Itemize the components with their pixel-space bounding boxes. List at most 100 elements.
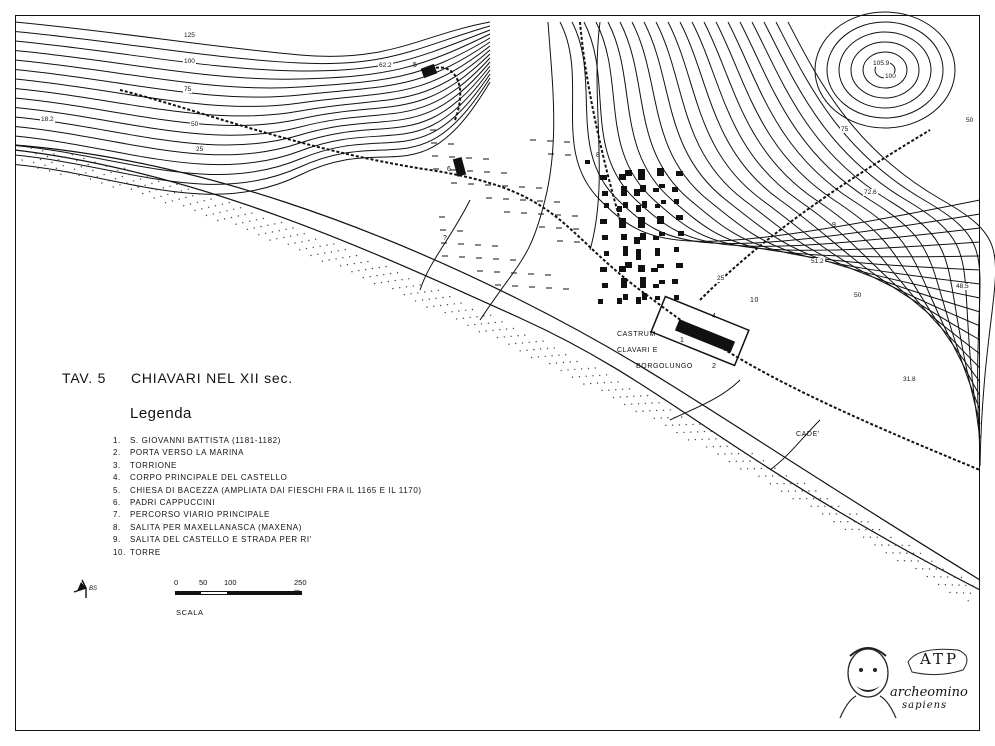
sand-dot	[110, 171, 112, 174]
sand-dot	[881, 544, 883, 546]
sand-dot	[933, 576, 935, 578]
sand-dot	[549, 362, 551, 365]
sand-dot	[346, 264, 349, 266]
sand-dot	[46, 155, 48, 158]
sand-dot	[824, 505, 826, 507]
sand-dot	[706, 446, 708, 448]
sand-dot	[171, 200, 173, 202]
sand-dot	[935, 568, 937, 570]
legend-item: 7.PERCORSO VIARIO PRINCIPALE	[113, 509, 422, 521]
sand-dot	[401, 279, 403, 281]
marsh-marks	[430, 129, 580, 290]
sand-dot	[326, 244, 328, 246]
sand-dot	[544, 355, 546, 357]
sand-dot	[792, 498, 794, 500]
sand-dot	[521, 342, 524, 344]
sand-dot	[158, 180, 160, 183]
sand-dot	[362, 276, 364, 279]
legend-item: 5.CHIESA DI BACEZZA (AMPLIATA DAI FIESCH…	[113, 485, 422, 497]
sand-dot	[583, 383, 585, 385]
sand-dot	[303, 233, 305, 235]
contour-line-left	[14, 57, 491, 136]
sand-dot	[740, 468, 742, 470]
sand-dot	[487, 322, 490, 324]
sand-dot	[503, 336, 505, 338]
contour-line-right	[691, 21, 981, 355]
sand-dot	[537, 356, 540, 358]
sand-dot	[555, 362, 558, 364]
contour-label-125: 125	[183, 32, 196, 39]
town-building	[623, 294, 628, 300]
sand-dot	[701, 438, 703, 441]
town-building	[676, 215, 683, 220]
town-building	[638, 169, 645, 176]
sand-dot	[142, 192, 144, 195]
sand-dot	[471, 308, 474, 311]
sand-dot	[851, 528, 853, 531]
sand-dot	[762, 460, 765, 462]
sand-dot	[169, 185, 171, 187]
town-building	[602, 191, 608, 196]
sand-dot	[767, 467, 769, 470]
contour-line-left	[14, 33, 491, 80]
scale-bar-graphic	[175, 591, 302, 595]
legend-item-text: TORRE	[130, 547, 161, 557]
sand-dot	[526, 349, 528, 351]
sand-dot	[715, 438, 717, 440]
sand-dot	[121, 175, 124, 178]
town-building	[674, 295, 679, 300]
sand-dot	[426, 306, 428, 308]
sand-dot	[371, 267, 374, 270]
town-building	[625, 170, 632, 176]
sand-dot	[160, 195, 162, 197]
sand-dot	[135, 171, 137, 174]
sand-dot	[333, 243, 335, 245]
sand-dot	[85, 172, 87, 174]
contour-line-right	[739, 21, 981, 411]
sand-dot	[671, 424, 674, 426]
contour-line-left	[14, 49, 491, 117]
town-building	[655, 248, 660, 252]
town-building	[602, 283, 608, 288]
sand-dot	[96, 176, 99, 178]
town-building	[636, 297, 641, 304]
sand-dot	[922, 568, 924, 570]
sand-dot	[153, 197, 155, 199]
sand-dot	[937, 583, 940, 586]
sand-dot	[62, 165, 64, 167]
sand-dot	[835, 513, 837, 515]
sand-dot	[942, 568, 944, 570]
sand-dot	[317, 253, 319, 255]
sand-dot	[558, 354, 560, 356]
town-building	[655, 296, 660, 300]
sand-dot	[744, 452, 746, 455]
sand-dot	[953, 576, 956, 578]
sand-dot	[640, 395, 642, 397]
sand-dot	[276, 238, 278, 240]
town-building	[621, 234, 627, 240]
sand-dot	[48, 170, 51, 172]
town-building	[600, 175, 607, 180]
sand-dot	[198, 193, 201, 195]
sand-dot	[753, 468, 756, 470]
sand-dot	[656, 409, 658, 412]
marker-10: 10	[750, 297, 759, 304]
town-building	[638, 173, 645, 180]
sand-dot	[915, 567, 917, 570]
sand-dot	[874, 544, 876, 546]
sand-dot	[694, 438, 696, 441]
sand-dot	[771, 475, 774, 477]
sand-dot	[114, 178, 117, 180]
town-building	[659, 184, 665, 188]
sand-dot	[624, 403, 626, 406]
contour-line-right	[715, 21, 981, 383]
sand-dot	[692, 423, 694, 426]
sand-dot	[137, 186, 139, 188]
sand-dot	[699, 423, 701, 425]
sand-dot	[605, 374, 608, 376]
sand-dot	[662, 409, 665, 411]
sand-dot	[194, 209, 196, 212]
contour-line-right	[583, 21, 981, 247]
town-building	[600, 219, 607, 224]
sand-dot	[76, 160, 78, 162]
